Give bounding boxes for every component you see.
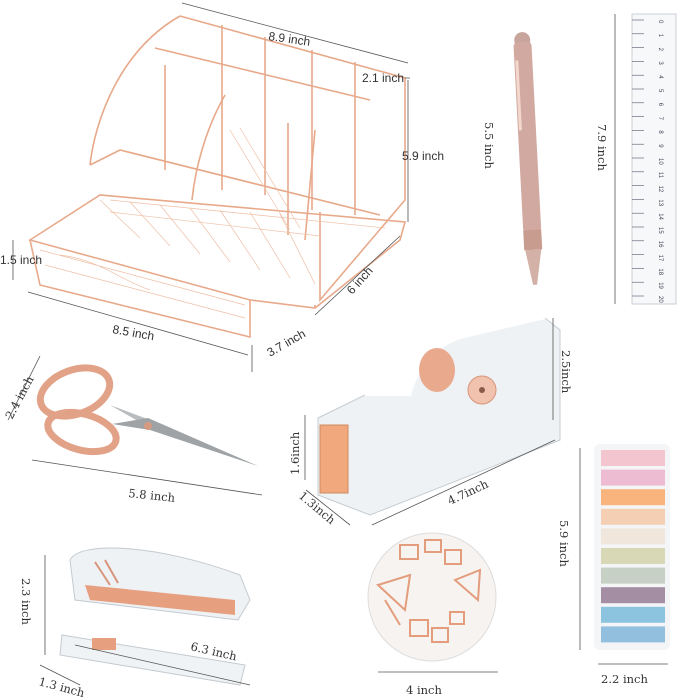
ruler-tick-label: 12 — [657, 186, 663, 193]
sticky-tab-strip — [601, 567, 665, 584]
ruler-tick-label: 4 — [657, 75, 663, 79]
ruler-tick-label: 11 — [657, 172, 663, 179]
sticky-tab-strip — [601, 508, 665, 525]
organizer-drawer-height-label: 1.5 inch — [0, 253, 42, 267]
tape-dispenser — [317, 317, 561, 516]
stapler-height-label: 2.3 inch — [19, 578, 33, 625]
ruler-length-label: 7.9 inch — [595, 124, 609, 171]
tape-front-height-label: 1.6inch — [288, 431, 302, 475]
sticky-tabs — [594, 444, 670, 650]
ruler-tick-label: 5 — [657, 89, 663, 93]
pen-length-label: 5.5 inch — [482, 122, 496, 169]
sticky-tab-strip — [601, 469, 665, 486]
ruler-tick-label: 0 — [657, 20, 663, 24]
ruler-tick-label: 16 — [657, 241, 663, 248]
ruler-tick-label: 7 — [657, 117, 663, 121]
ruler-tick-label: 8 — [657, 130, 663, 134]
tape-height-label: 2.5inch — [559, 350, 573, 394]
ruler-tick-label: 15 — [657, 227, 663, 234]
sticky-tabs-width-label: 2.2 inch — [601, 672, 648, 686]
stapler-width-label: 1.3 inch — [37, 674, 86, 699]
ruler-tick-label: 20 — [657, 296, 663, 303]
ruler-tick-label: 2 — [657, 48, 663, 52]
desk-organizer — [28, 15, 407, 339]
ruler-tick-label: 14 — [657, 213, 663, 220]
ruler-tick-label: 1 — [657, 34, 663, 38]
sticky-tab-strip — [601, 606, 665, 623]
ruler-tick-label: 18 — [657, 268, 663, 275]
sticky-tab-strip — [601, 489, 665, 506]
organizer-width-label: 8.9 inch — [268, 29, 312, 49]
organizer-mesh — [99, 127, 316, 285]
ruler-tick-label: 17 — [657, 255, 663, 262]
stylus-pen — [513, 32, 543, 285]
sticky-tab-strip — [601, 450, 665, 466]
sticky-tabs-height-label: 5.9 inch — [557, 520, 571, 567]
stapler — [59, 547, 251, 686]
ruler-tick-label: 9 — [657, 144, 663, 148]
scissors-length-label: 5.8 inch — [128, 486, 177, 505]
ruler-tick-label: 13 — [657, 199, 663, 206]
organizer-drawer-depth-label: 3.7 inch — [265, 326, 308, 359]
sticky-tab-strip — [601, 528, 665, 545]
ruler-tick-label: 10 — [657, 158, 663, 165]
scissors — [36, 364, 258, 466]
ruler-tick-label: 19 — [657, 282, 663, 289]
sticky-tab-strip — [601, 548, 665, 564]
sticky-tab-strip — [601, 587, 665, 604]
organizer-depth-top-label: 2.1 inch — [362, 71, 404, 85]
ruler-tick-label: 6 — [657, 103, 663, 107]
scissors-height-label: 2.4 inch — [2, 373, 37, 421]
sticky-tab-strip — [601, 626, 665, 643]
clips-diameter-label: 4 inch — [406, 683, 442, 697]
binder-clips-container — [367, 532, 497, 662]
organizer-height-label: 5.9 inch — [402, 149, 444, 163]
ruler-tick-label: 3 — [657, 61, 663, 65]
organizer-front-width-label: 8.5 inch — [111, 322, 155, 343]
